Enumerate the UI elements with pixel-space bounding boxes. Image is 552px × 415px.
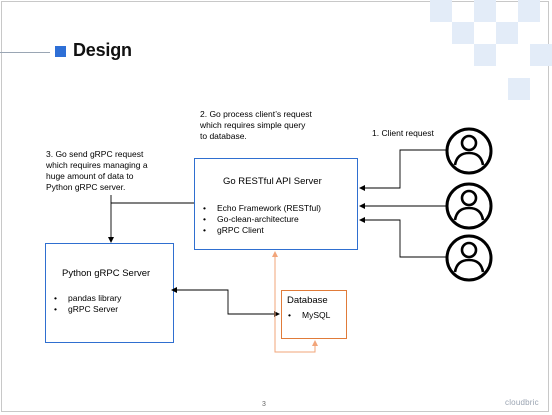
go-to-python-arrow [108, 202, 194, 243]
database-items: MySQL [288, 310, 330, 321]
go-server-item: gRPC Client [203, 225, 321, 236]
step3-line: Python gRPC server. [46, 182, 126, 192]
go-server-items: Echo Framework (RESTful) Go-clean-archit… [203, 203, 321, 236]
step1-annotation: 1. Client request [372, 128, 434, 138]
python-database-arrow [171, 287, 280, 317]
python-server-item: pandas library [54, 293, 121, 304]
slide-title: Design [73, 40, 132, 60]
step3-annotation: 3. Go send gRPC request which requires m… [46, 149, 148, 193]
title-bullet [55, 46, 66, 57]
python-server-title: Python gRPC Server [62, 268, 151, 279]
client-user-icon-2 [445, 182, 493, 230]
go-server-item: Echo Framework (RESTful) [203, 203, 321, 214]
python-server-item: gRPC Server [54, 304, 121, 315]
step2-line: to database. [200, 131, 247, 141]
step3-line: 3. Go send gRPC request [46, 149, 144, 159]
step2-line: which requires simple query [200, 120, 306, 130]
database-box: Database MySQL [281, 290, 347, 339]
database-title: Database [287, 295, 328, 306]
step2-annotation: 2. Go process client’s request which req… [200, 109, 312, 142]
database-item: MySQL [288, 310, 330, 321]
client-user-icon-1 [445, 127, 493, 175]
go-server-title: Go RESTful API Server [223, 176, 322, 187]
page-number: 3 [262, 401, 266, 408]
go-server-item: Go-clean-architecture [203, 214, 321, 225]
client1-request-arrow [359, 149, 446, 191]
step2-line: 2. Go process client’s request [200, 109, 312, 119]
python-server-items: pandas library gRPC Server [54, 293, 121, 315]
client3-request-arrow [359, 217, 446, 258]
python-grpc-server-box: Python gRPC Server pandas library gRPC S… [45, 243, 174, 343]
step3-line: which requires managing a [46, 160, 148, 170]
go-restful-server-box: Go RESTful API Server Echo Framework (RE… [194, 158, 358, 250]
title-rule [0, 52, 50, 53]
step3-line: huge amount of data to [46, 171, 134, 181]
database-to-go-arrow [274, 340, 318, 353]
brand-logo: cloudbric [505, 398, 539, 407]
client-user-icon-3 [445, 234, 493, 282]
